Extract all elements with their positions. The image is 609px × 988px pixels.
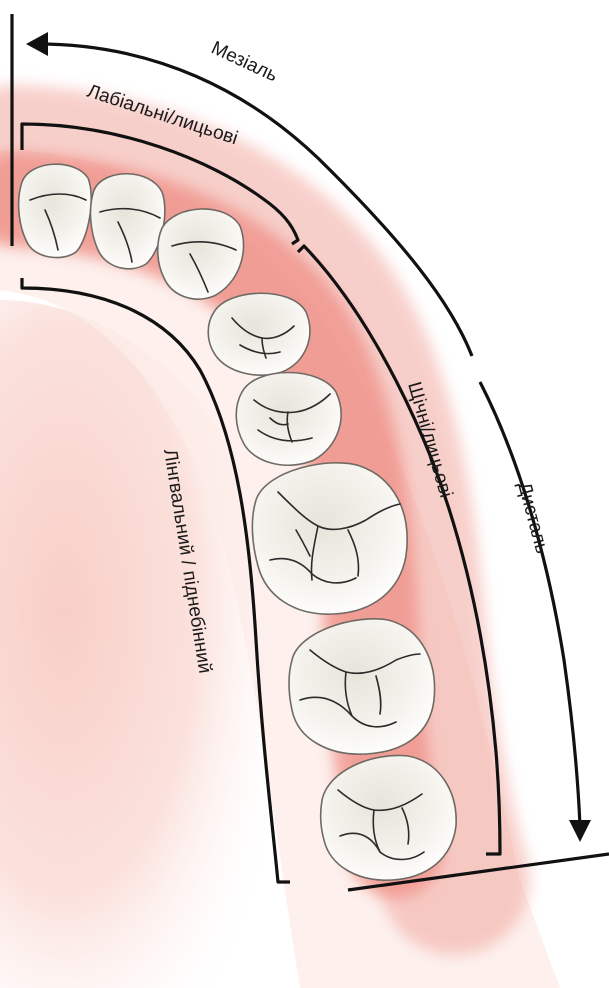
- tooth-central-incisor: [19, 164, 92, 257]
- tooth-second-premolar: [236, 373, 341, 466]
- tooth-lateral-incisor: [91, 174, 165, 269]
- mesial-label: Мезіаль: [208, 37, 281, 86]
- tooth-third-molar: [321, 755, 456, 880]
- tooth-second-molar: [289, 619, 435, 754]
- tooth-first-molar: [252, 463, 407, 614]
- distal-label: Дисталь: [513, 480, 552, 556]
- tooth-first-premolar: [208, 293, 310, 375]
